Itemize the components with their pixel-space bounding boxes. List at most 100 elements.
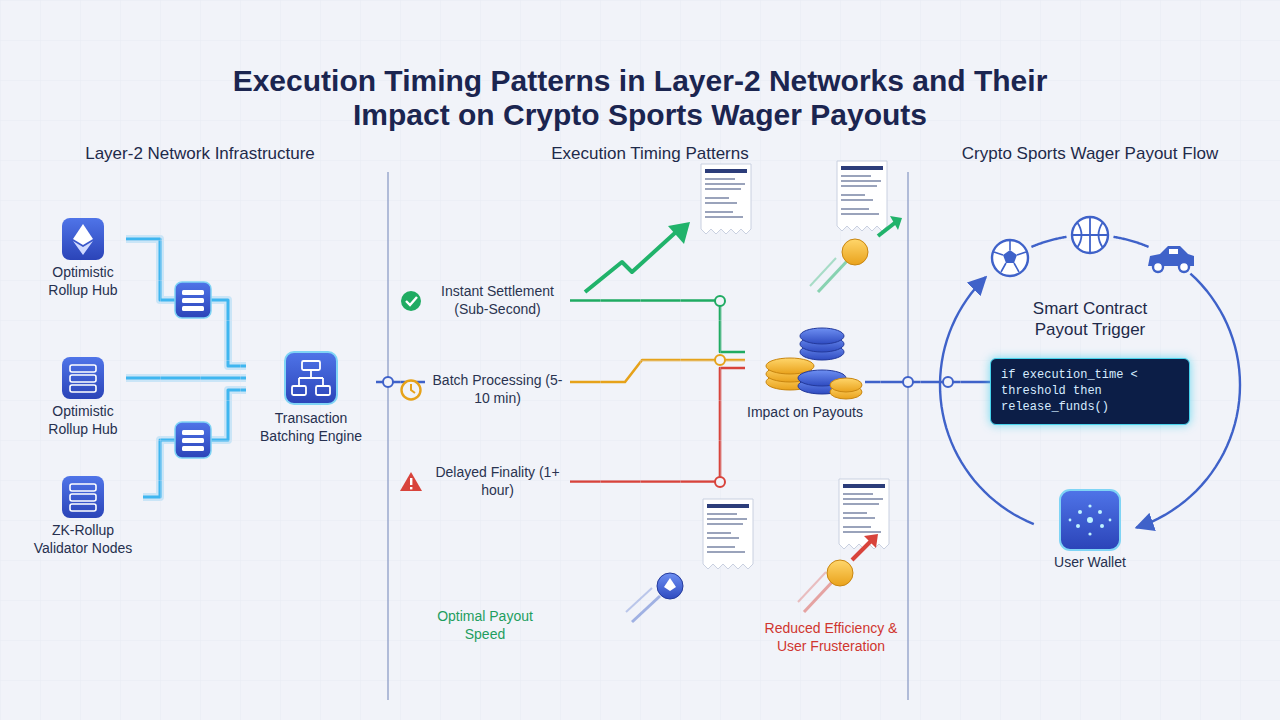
- user-wallet-icon: [1088, 532, 1091, 535]
- node-text: ZK-Rollup Validator Nodes: [23, 522, 143, 557]
- flying-bitcoin-green: [810, 216, 902, 292]
- batching-engine: Transaction Batching Engine: [246, 352, 376, 445]
- node-text: Optimistic Rollup Hub: [40, 264, 126, 299]
- basketball-icon: [1072, 217, 1108, 253]
- hub-icon-server: [70, 385, 96, 392]
- user-wallet-icon: [1076, 524, 1080, 528]
- flying-ethereum-blue: [632, 596, 660, 622]
- falling-red-arrow: [798, 534, 878, 612]
- receipt-illustration: [839, 479, 889, 549]
- batching-engine-icon: [285, 352, 337, 404]
- race-car-icon: [1179, 262, 1189, 272]
- outcome-note: Optimal Payout Speed: [425, 608, 545, 643]
- junction-dots: [715, 355, 725, 365]
- basketball-icon: [1072, 217, 1108, 253]
- hub-icon-server: [62, 357, 104, 399]
- flying-bitcoin-green: [818, 260, 848, 292]
- batching-engine-icon: [285, 352, 337, 404]
- clock-icon: [402, 381, 421, 400]
- hub-icon-ethereum: [62, 218, 104, 260]
- relay-server-icon: [182, 438, 204, 443]
- race-car-icon: [1169, 249, 1178, 254]
- user-wallet-icon: [1087, 517, 1093, 523]
- timing-pattern: Batch Processing (5-10 min): [425, 372, 570, 407]
- flying-ethereum-blue: [626, 573, 683, 622]
- hub-icon-zk: [62, 476, 104, 518]
- relay-server-icon: [182, 306, 204, 311]
- soccer-ball-icon: [994, 241, 1026, 272]
- rising-green-arrow: [668, 222, 690, 244]
- check-icon: [401, 291, 421, 311]
- divider-lines: [903, 377, 913, 387]
- divider-lines: [383, 377, 393, 387]
- user-wallet-icon: [1078, 510, 1082, 514]
- falling-red-arrow: [864, 534, 878, 548]
- rising-green-arrow: [585, 232, 676, 292]
- junction-dots: [715, 477, 725, 487]
- code-box: if execution_time < threshold then relea…: [990, 358, 1190, 425]
- column-heading: Layer-2 Network Infrastructure: [30, 143, 370, 164]
- falling-red-arrow: [798, 572, 826, 602]
- divider-lines: [943, 377, 953, 387]
- coin-stack-icon: [800, 328, 844, 344]
- relay-server-icon: [182, 446, 204, 451]
- payout-cycle-arrows: [1031, 237, 1066, 247]
- node-text: if execution_time < threshold then relea…: [1001, 367, 1179, 416]
- user-wallet-icon: [1100, 524, 1104, 528]
- coin-stack-icon: [830, 378, 862, 392]
- relay-server-icon: [175, 282, 211, 318]
- hub-icon-server: [62, 357, 104, 399]
- clock-icon: [411, 384, 415, 393]
- user-wallet-icon: [1069, 519, 1072, 522]
- race-car-icon: [1153, 262, 1163, 272]
- falling-red-arrow: [804, 580, 834, 612]
- batching-engine-icon: [302, 361, 320, 370]
- hub-icon-zk: [70, 494, 96, 501]
- diagram-title: Execution Timing Patterns in Layer-2 Net…: [200, 64, 1080, 131]
- timing-pattern: Instant Settlement (Sub-Second): [425, 283, 570, 318]
- hub-icon-zk: [70, 504, 96, 511]
- node-text: Impact on Payouts: [745, 404, 865, 422]
- flying-bitcoin-green: [890, 216, 902, 230]
- network-hub: Optimistic Rollup Hub: [40, 357, 126, 438]
- batching-engine-icon: [316, 386, 330, 395]
- user-wallet: User Wallet: [1040, 488, 1140, 572]
- relay-server-icon: [175, 422, 211, 458]
- batching-engine-icon: [299, 370, 323, 386]
- rising-green-arrow: [585, 222, 690, 292]
- network-hub: Optimistic Rollup Hub: [40, 218, 126, 299]
- receipt-illustration: [837, 161, 887, 231]
- check-icon: [401, 291, 421, 311]
- user-wallet-icon: [1060, 490, 1120, 550]
- warning-icon: [400, 472, 422, 491]
- flying-ethereum-blue: [626, 588, 652, 612]
- relay-server-icon: [175, 282, 211, 318]
- receipt-illustration: [701, 161, 889, 569]
- timing-pattern: Delayed Finality (1+ hour): [425, 464, 570, 499]
- hub-icon-server: [70, 365, 96, 372]
- soccer-ball-icon: [992, 240, 1028, 276]
- trigger-heading: Smart Contract Payout Trigger: [1015, 298, 1165, 341]
- payout-cycle-arrows: [940, 237, 1240, 528]
- flying-bitcoin-green: [810, 258, 836, 286]
- falling-red-arrow: [852, 540, 872, 560]
- coin-stack-icon: [766, 328, 862, 399]
- junction-dots: [715, 296, 725, 487]
- relay-server-icon: [182, 290, 204, 295]
- flying-ethereum-blue: [657, 573, 683, 599]
- basketball-icon: [1072, 217, 1108, 253]
- hub-icon-zk: [62, 476, 104, 518]
- batching-engine-icon: [292, 386, 306, 395]
- node-text: Transaction Batching Engine: [246, 410, 376, 445]
- user-wallet-icon: [1088, 504, 1091, 507]
- race-car-icon: [1148, 246, 1194, 272]
- relay-server-icon: [182, 430, 204, 435]
- warning-icon: [400, 472, 422, 491]
- divider-lines: [907, 172, 909, 700]
- relay-server-icon: [182, 298, 204, 303]
- node-text: User Wallet: [1040, 554, 1140, 572]
- user-wallet-icon: [1109, 519, 1112, 522]
- node-text: Instant Settlement (Sub-Second): [425, 283, 570, 318]
